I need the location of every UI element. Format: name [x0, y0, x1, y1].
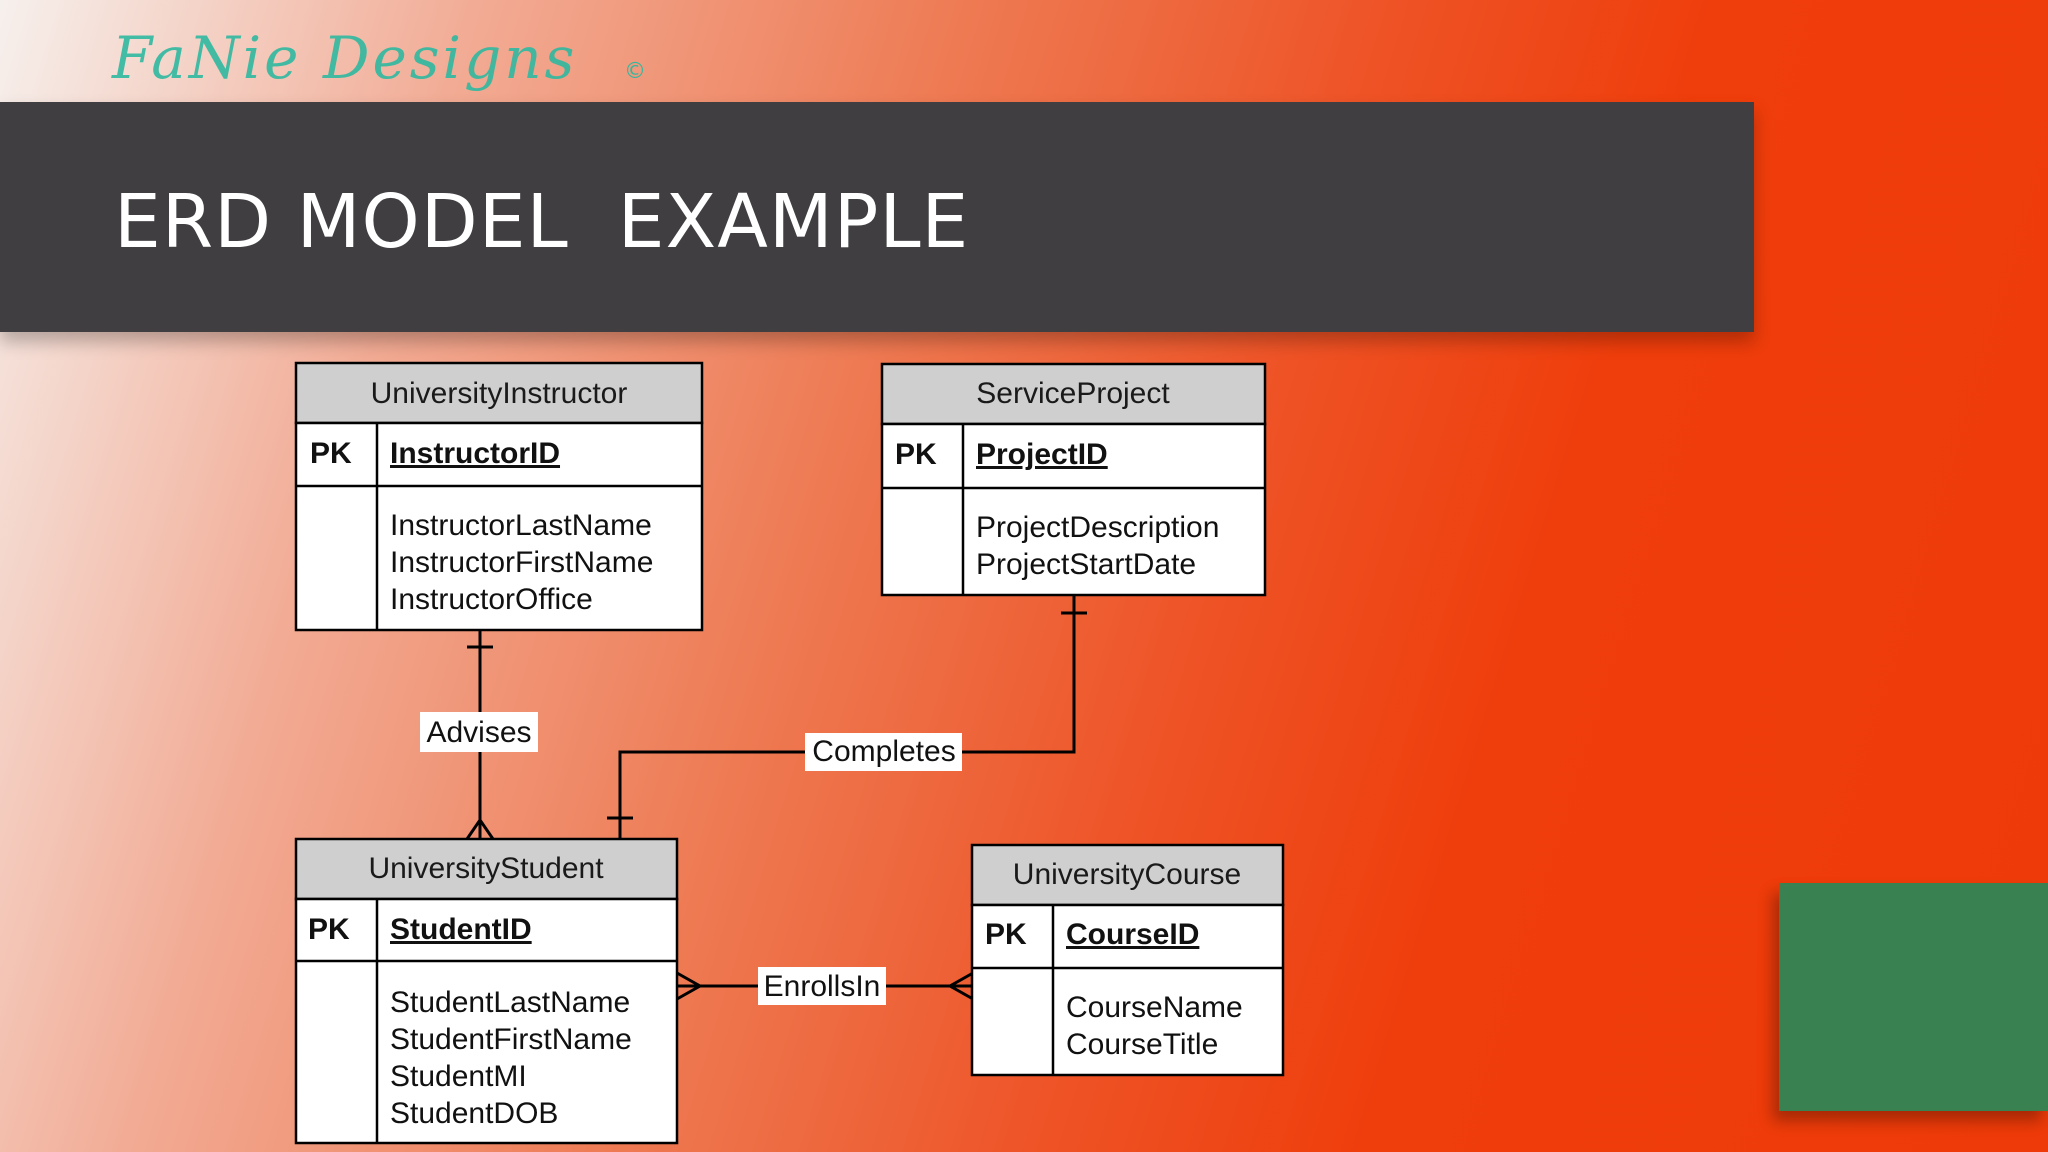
- attribute: ProjectStartDate: [976, 548, 1196, 581]
- enrolls-label-bg: [758, 967, 886, 1005]
- pk-tag: PK: [308, 913, 350, 946]
- attribute: StudentFirstName: [390, 1023, 632, 1056]
- fanie-designs-logo: FaNie Designs ©: [111, 24, 646, 92]
- attribute: InstructorFirstName: [390, 546, 653, 579]
- completes-label-bg: [805, 733, 962, 771]
- pk-field: InstructorID: [390, 437, 560, 470]
- pk-tag: PK: [310, 437, 352, 470]
- entity-header: [970, 843, 1285, 907]
- attribute: InstructorOffice: [390, 583, 593, 616]
- entity-header: [880, 362, 1267, 426]
- pk-field: ProjectID: [976, 438, 1108, 471]
- pk-field: CourseID: [1066, 918, 1199, 951]
- crowfoot-many-marker: [465, 817, 495, 840]
- pk-tag: PK: [985, 918, 1027, 951]
- entity-body: [880, 422, 1267, 597]
- entity-body: [294, 897, 679, 1145]
- rel-enrolls-in: EnrollsIn: [676, 967, 974, 1005]
- enrolls-label: EnrollsIn: [764, 970, 881, 1003]
- entity-body: [970, 903, 1285, 1077]
- attribute: CourseTitle: [1066, 1028, 1218, 1061]
- entity-name: ServiceProject: [976, 377, 1170, 410]
- pk-tag: PK: [895, 438, 937, 471]
- entity-name: UniversityInstructor: [371, 377, 628, 410]
- advises-label: Advises: [426, 716, 531, 749]
- entity-university-instructor: UniversityInstructor PK InstructorID Ins…: [294, 361, 704, 632]
- rel-completes: Completes: [607, 595, 1087, 838]
- slide-title: ERD MODEL EXAMPLE: [114, 179, 970, 265]
- entity-service-project: ServiceProject PK ProjectID ProjectDescr…: [880, 362, 1267, 597]
- completes-label: Completes: [812, 735, 955, 768]
- copyright-symbol: ©: [624, 59, 646, 84]
- completes-line: [618, 595, 1076, 838]
- attribute: CourseName: [1066, 991, 1243, 1024]
- attribute: ProjectDescription: [976, 511, 1219, 544]
- title-band: [0, 102, 1754, 332]
- entity-name: UniversityStudent: [368, 852, 604, 885]
- pk-field: StudentID: [390, 913, 532, 946]
- logo-text: FaNie Designs: [111, 24, 577, 92]
- attribute: InstructorLastName: [390, 509, 652, 542]
- crowfoot-many-marker: [946, 971, 974, 1001]
- entity-university-student: UniversityStudent PK StudentID StudentLa…: [294, 837, 679, 1145]
- entity-name: UniversityCourse: [1013, 858, 1241, 891]
- entity-body: [294, 421, 704, 632]
- advises-label-bg: [420, 712, 538, 752]
- attribute: StudentMI: [390, 1060, 527, 1093]
- attribute: StudentDOB: [390, 1097, 558, 1130]
- accent-block: [1779, 883, 2048, 1111]
- entity-university-course: UniversityCourse PK CourseID CourseName …: [970, 843, 1285, 1077]
- entity-header: [294, 837, 679, 901]
- crowfoot-many-marker: [676, 971, 704, 1001]
- rel-advises: Advises: [420, 630, 538, 840]
- attribute: StudentLastName: [390, 986, 630, 1019]
